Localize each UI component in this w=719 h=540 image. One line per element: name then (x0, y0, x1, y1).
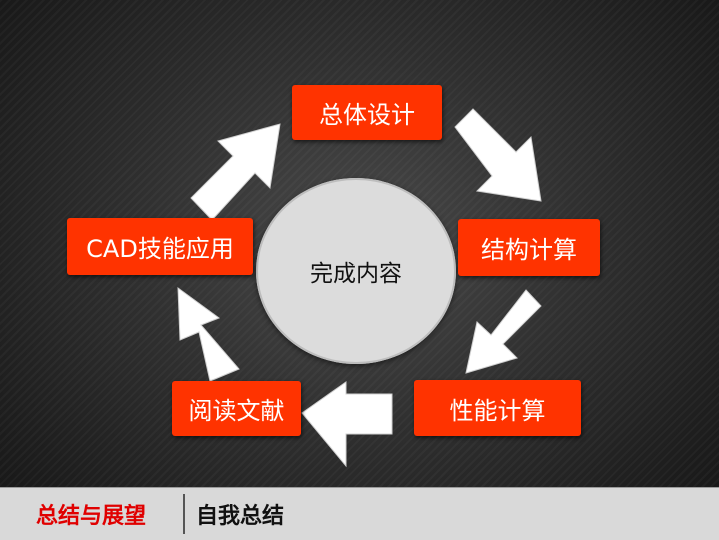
node-performance-calculation: 性能计算 (414, 380, 581, 436)
footer-divider (183, 494, 185, 534)
footer-section-title: 总结与展望 (35, 504, 146, 529)
node-cad-skills: CAD技能应用 (67, 218, 253, 275)
slide-canvas: 完成内容 总体设计 结构计算 性能计算 阅读文献 CAD技能应用 (0, 0, 719, 487)
node-literature-reading: 阅读文献 (172, 381, 301, 436)
footer-bar: 总结与展望 自我总结 (0, 487, 719, 540)
center-label: 完成内容 (310, 261, 402, 287)
center-circle: 完成内容 (256, 178, 456, 364)
footer-subsection-title: 自我总结 (196, 504, 285, 529)
node-overall-design: 总体设计 (292, 85, 442, 140)
node-structure-calculation: 结构计算 (458, 219, 600, 276)
